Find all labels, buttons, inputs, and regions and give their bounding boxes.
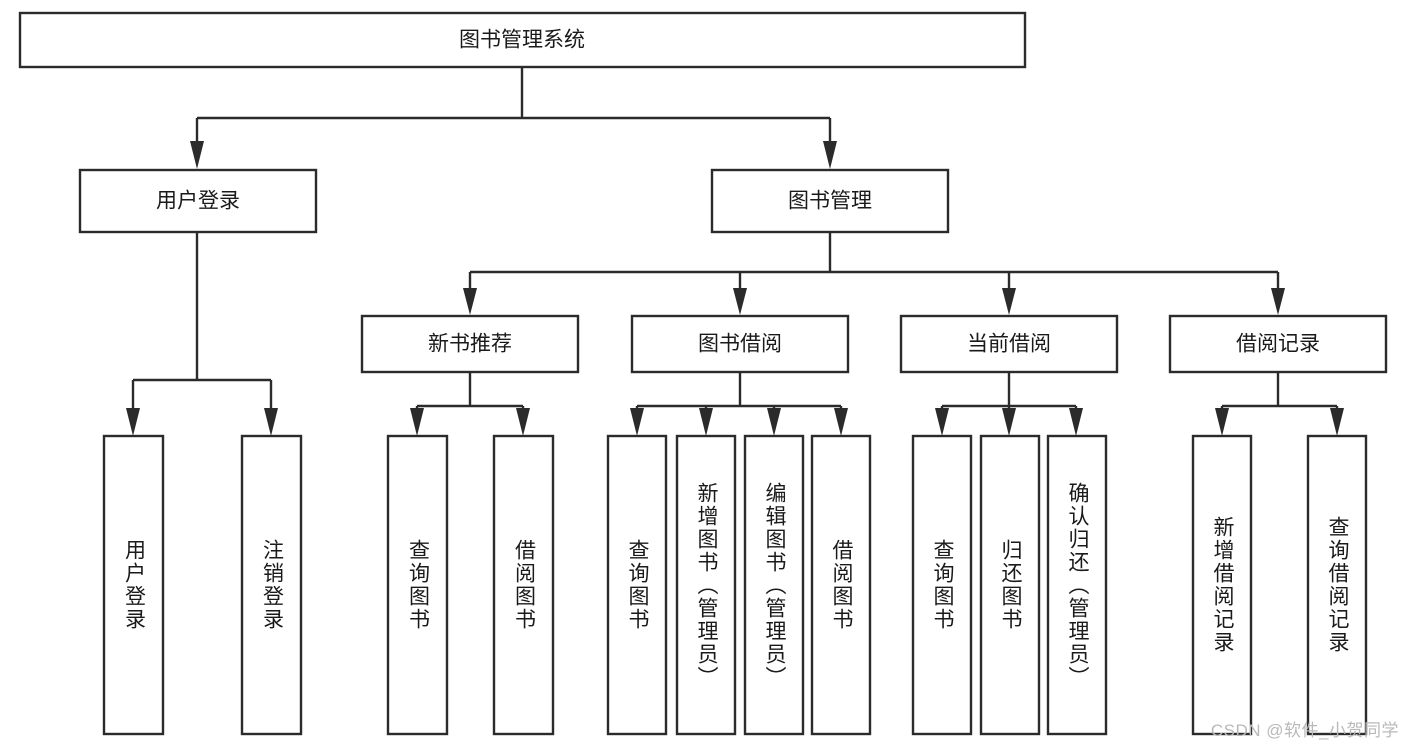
leaf-box-current-borrow-3[interactable]: [1046, 434, 1108, 736]
node-new-book-recommend[interactable]: 新书推荐: [360, 314, 580, 374]
arrowhead-newbook-l1: [410, 408, 424, 436]
leaf-boxes-borrow-record: [1191, 434, 1368, 736]
leaf-box-book-borrow-2[interactable]: [675, 434, 737, 736]
connector-group-bookborrow-to-leaves: [630, 372, 848, 436]
leaf-box-book-borrow-4[interactable]: [810, 434, 872, 736]
node-root-box[interactable]: [18, 11, 1027, 69]
node-user-login[interactable]: 用户登录: [78, 168, 318, 234]
arrowhead-userlogin: [190, 141, 204, 169]
arrowhead-userlogin-leaf1: [126, 408, 140, 436]
leaf-boxes-new-book-recommend: [386, 434, 555, 736]
leaf-box-borrow-record-1[interactable]: [1191, 434, 1253, 736]
leaf-boxes-current-borrow: [911, 434, 1108, 736]
arrowhead-bookborrow-l3: [767, 408, 781, 436]
arrowhead-bookborrow-l4: [834, 408, 848, 436]
leaf-box-user-login-2[interactable]: [240, 434, 303, 736]
arrowhead-currentborrow-l1: [935, 408, 949, 436]
connector-group-borrowrecord-to-leaves: [1215, 372, 1344, 436]
node-book-management-label: 图书管理: [788, 190, 872, 213]
node-current-borrow-box[interactable]: [899, 314, 1119, 374]
node-root[interactable]: 图书管理系统: [18, 11, 1027, 69]
arrowhead-borrowrecord-l2: [1330, 408, 1344, 436]
arrowhead-bookborrow-l1: [630, 408, 644, 436]
arrowhead-bookborrow: [733, 288, 747, 315]
leaf-box-user-login-1[interactable]: [102, 434, 165, 736]
node-book-management-box[interactable]: [710, 168, 950, 234]
arrowhead-bookborrow-l2: [699, 408, 713, 436]
watermark-text: CSDN @软件_小贺同学: [1210, 721, 1399, 740]
arrowhead-borrowrecord: [1271, 288, 1285, 315]
node-borrow-record-label: 借阅记录: [1236, 333, 1320, 356]
leaf-box-current-borrow-2[interactable]: [979, 434, 1041, 736]
leaf-box-borrow-record-2[interactable]: [1306, 434, 1368, 736]
node-user-login-label: 用户登录: [156, 190, 240, 213]
node-user-login-box[interactable]: [78, 168, 318, 234]
node-new-book-recommend-box[interactable]: [360, 314, 580, 374]
arrowhead-currentborrow-l3: [1069, 408, 1083, 436]
arrowhead-newbook: [463, 288, 477, 315]
connector-group-root-to-level1: [190, 67, 837, 169]
arrowhead-currentborrow-l2: [1002, 408, 1016, 436]
connector-group-bookmgmt-to-level2: [463, 232, 1285, 315]
arrowhead-bookmgmt: [823, 141, 837, 169]
leaf-boxes-user-login: [102, 434, 303, 736]
connector-group-userlogin-to-leaves: [126, 232, 278, 436]
node-borrow-record[interactable]: 借阅记录: [1168, 314, 1388, 374]
node-current-borrow[interactable]: 当前借阅: [899, 314, 1119, 374]
leaf-box-new-book-2[interactable]: [492, 434, 555, 736]
node-new-book-recommend-label: 新书推荐: [428, 333, 512, 356]
leaf-boxes-book-borrow: [606, 434, 872, 736]
arrowhead-borrowrecord-l1: [1215, 408, 1229, 436]
leaf-box-new-book-1[interactable]: [386, 434, 449, 736]
node-borrow-record-box[interactable]: [1168, 314, 1388, 374]
connector-group-newbook-to-leaves: [410, 372, 530, 436]
arrowhead-newbook-l2: [516, 408, 530, 436]
node-root-label: 图书管理系统: [459, 29, 585, 52]
node-book-management[interactable]: 图书管理: [710, 168, 950, 234]
leaf-box-book-borrow-3[interactable]: [743, 434, 805, 736]
arrowhead-userlogin-leaf2: [264, 408, 278, 436]
arrowhead-currentborrow: [1002, 288, 1016, 315]
leaf-box-book-borrow-1[interactable]: [606, 434, 668, 736]
node-book-borrow-box[interactable]: [630, 314, 850, 374]
leaf-box-current-borrow-1[interactable]: [911, 434, 973, 736]
node-current-borrow-label: 当前借阅: [967, 333, 1051, 356]
connector-group-currentborrow-to-leaves: [935, 372, 1083, 436]
node-book-borrow[interactable]: 图书借阅: [630, 314, 850, 374]
node-book-borrow-label: 图书借阅: [698, 333, 782, 356]
